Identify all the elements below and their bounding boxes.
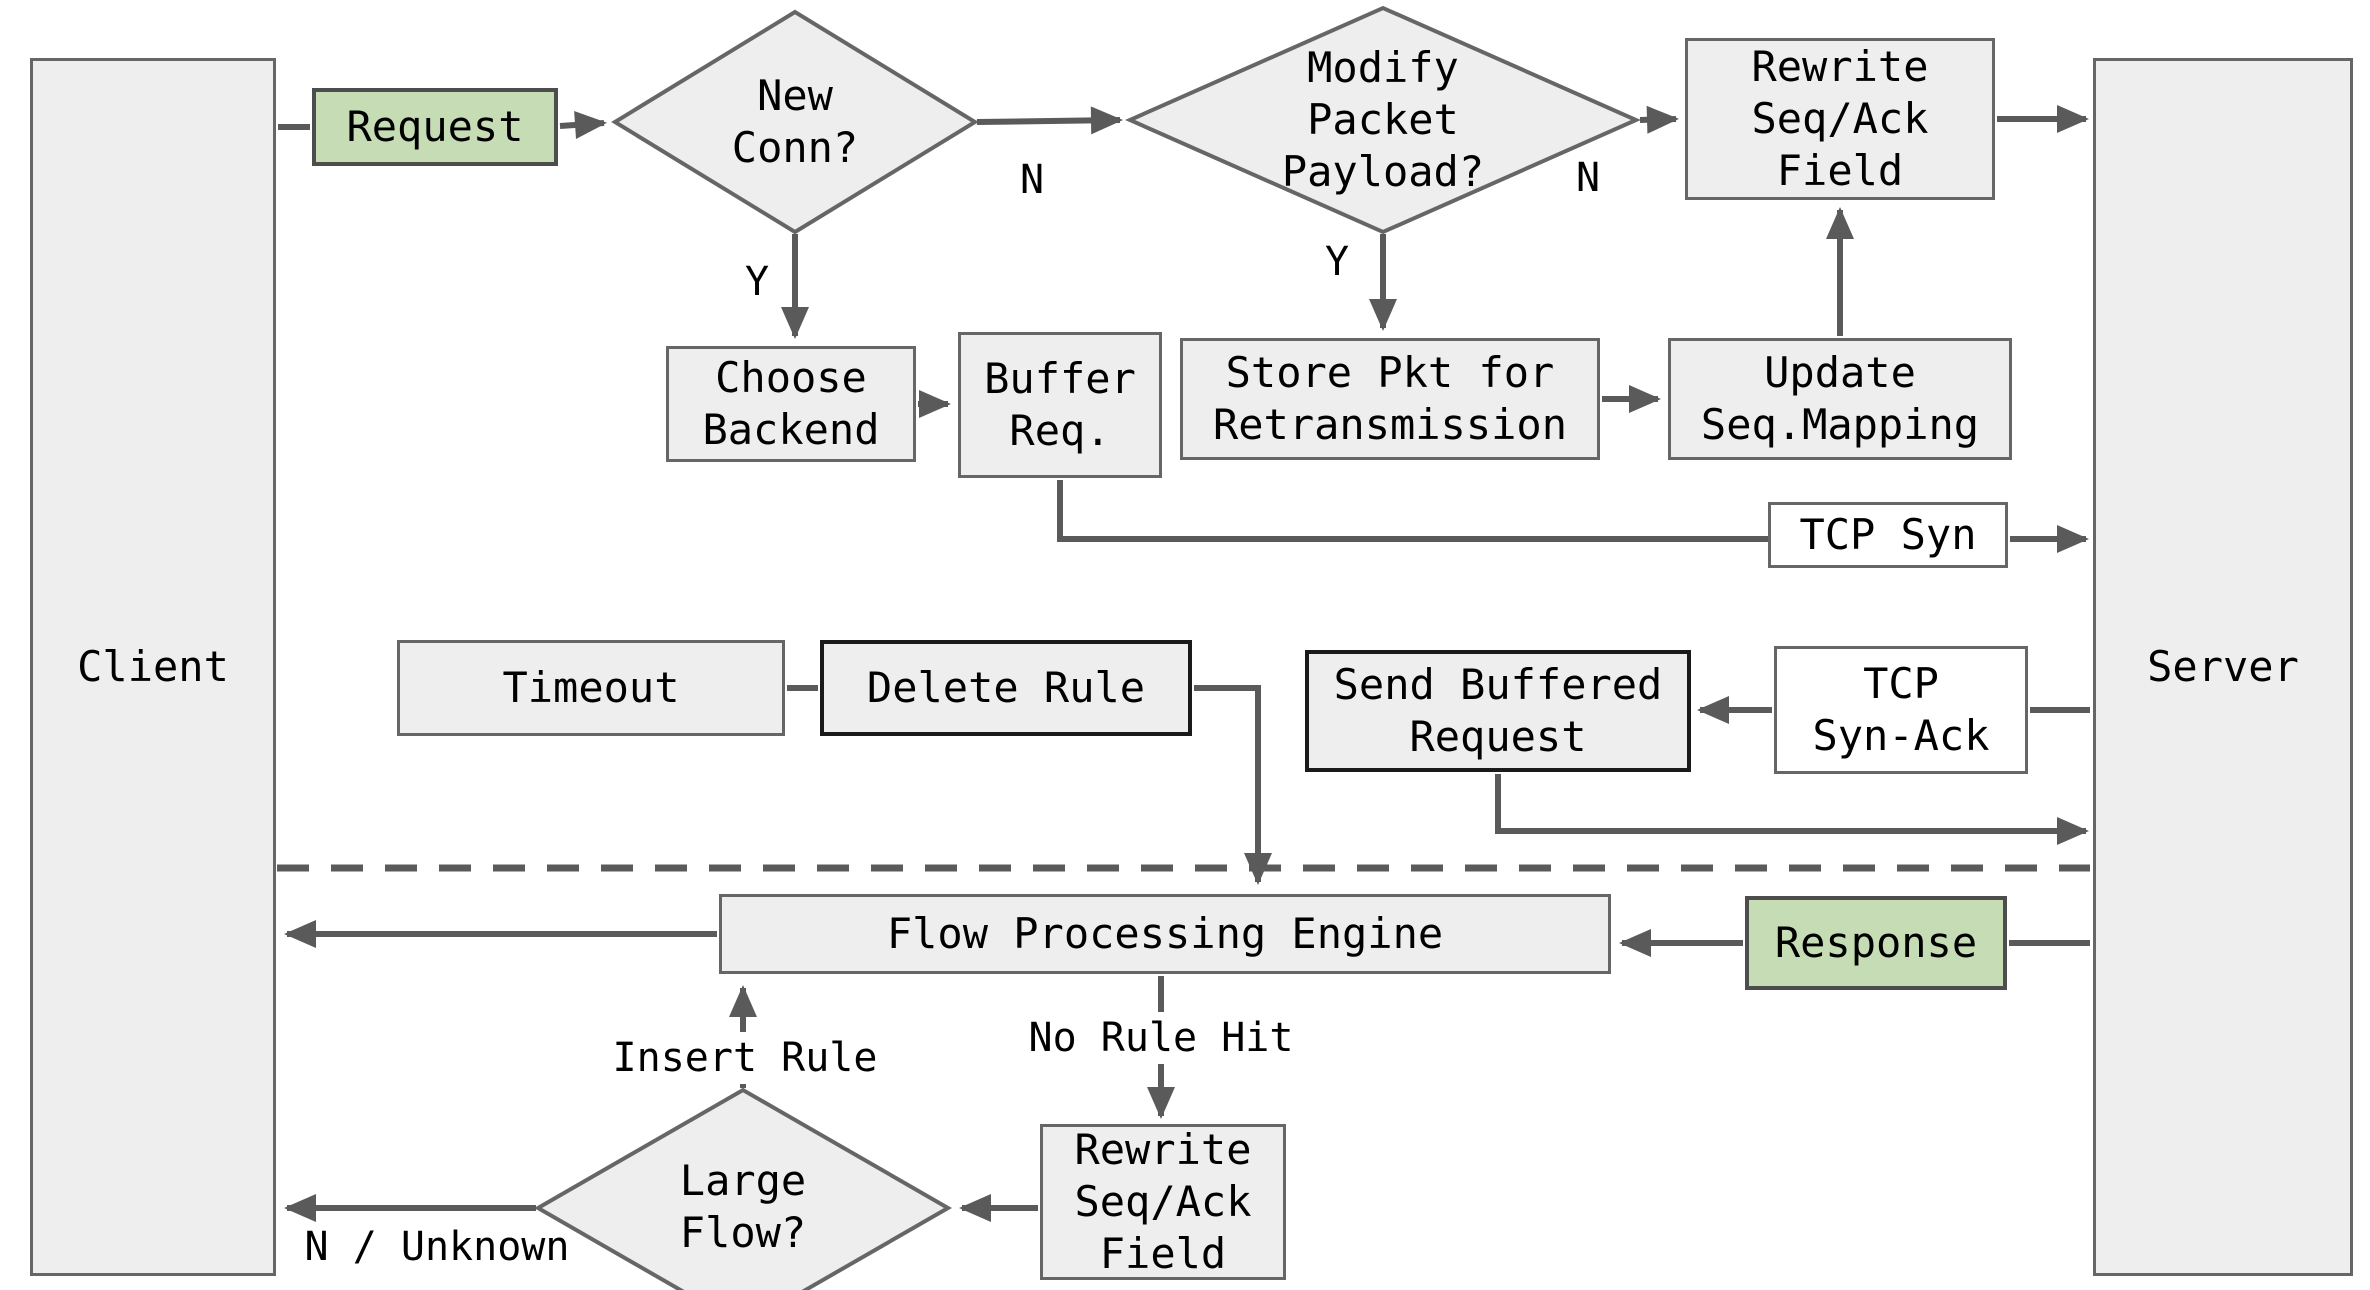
node-client: Client [30,58,276,1276]
node-client-label: Client [77,642,229,691]
node-tcp-syn-ack: TCP Syn-Ack [1774,646,2028,774]
modify-packet-diamond [1125,5,1641,235]
node-delete-rule-label: Delete Rule [866,663,1146,712]
node-choose-backend: Choose Backend [666,346,916,462]
node-buffer-req: Buffer Req. [958,332,1162,478]
node-send-buffered-request: Send Buffered Request [1305,650,1691,772]
edge-new-conn-no [976,106,1123,135]
node-timeout: Timeout [397,640,785,736]
edge-label-large-flow-no: N / Unknown [304,1224,570,1270]
node-update-seq-mapping: Update Seq.Mapping [1668,338,2012,460]
node-rewrite-seq-ack-bottom: Rewrite Seq/Ack Field [1040,1124,1286,1280]
node-choose-backend-label: Choose Backend [702,353,880,454]
node-server-label: Server [2147,642,2299,691]
node-store-pkt: Store Pkt for Retransmission [1180,338,1600,460]
node-rewrite-seq-ack-top: Rewrite Seq/Ack Field [1685,38,1995,200]
node-modify-packet-label: Modify Packet Payload? [1281,43,1485,196]
node-rewrite-seq-ack-bottom-label: Rewrite Seq/Ack Field [1074,1125,1252,1278]
edge-modify-no [1639,105,1679,134]
edge-label-no-rule-hit: No Rule Hit [1021,1012,1301,1064]
node-update-seq-mapping-label: Update Seq.Mapping [1700,348,1980,449]
node-rewrite-seq-ack-top-label: Rewrite Seq/Ack Field [1751,42,1929,195]
new-conn-diamond [611,9,979,235]
edge-label-insert-rule: Insert Rule [610,1032,880,1084]
node-server: Server [2093,58,2353,1276]
node-request: Request [312,88,558,166]
edge-label-modify-yes: Y [1324,239,1350,285]
node-timeout-label: Timeout [502,663,680,712]
node-response: Response [1745,896,2007,990]
node-large-flow-label: Large Flow? [679,1156,807,1257]
node-delete-rule: Delete Rule [820,640,1192,736]
edge-label-new-conn-yes: Y [744,259,770,305]
edge-label-new-conn-no: N [1019,157,1045,203]
node-request-label: Request [346,102,524,151]
node-store-pkt-label: Store Pkt for Retransmission [1212,348,1567,449]
edge-send-buffered-to-server [1495,774,2089,845]
node-send-buffered-request-label: Send Buffered Request [1333,660,1663,761]
node-response-label: Response [1774,918,1978,967]
node-flow-processing-engine-label: Flow Processing Engine [886,909,1444,958]
node-buffer-req-label: Buffer Req. [984,354,1136,455]
node-tcp-syn: TCP Syn [1768,502,2008,568]
node-new-conn-label: New Conn? [731,71,859,172]
edge-label-modify-no: N [1575,155,1601,201]
edge-buffer-to-tcp-syn [1057,480,1775,542]
node-tcp-syn-ack-label: TCP Syn-Ack [1812,659,1990,760]
node-flow-processing-engine: Flow Processing Engine [719,894,1611,974]
edge-request-to-new-conn [559,111,607,139]
large-flow-diamond [533,1087,953,1290]
node-tcp-syn-label: TCP Syn [1799,510,1977,559]
edge-delete-rule-to-flow-engine [1194,685,1272,885]
